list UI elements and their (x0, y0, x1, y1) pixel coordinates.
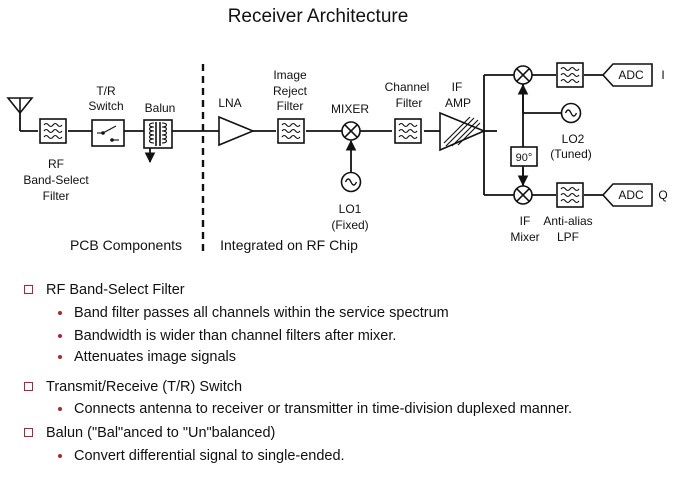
rf-filter-label-1: RF (48, 157, 64, 171)
anti-alias-label-1: Anti-alias (543, 214, 592, 228)
if-mixer-top-icon (513, 65, 533, 85)
adc-bottom-label: ADC (618, 188, 644, 202)
image-reject-filter-icon (277, 118, 305, 144)
bullet-item-text: Connects antenna to receiver or transmit… (74, 401, 573, 417)
channel-filter-icon (394, 118, 422, 144)
bullet-heading-text: Transmit/Receive (T/R) Switch (46, 379, 243, 395)
phase-shifter-box (510, 146, 538, 167)
pcb-section-label: PCB Components (70, 237, 182, 253)
adc-top-shape (601, 63, 653, 87)
signal-wires (19, 74, 603, 196)
lo1-label-2: (Fixed) (331, 218, 368, 232)
bullet-item-text: Convert differential signal to single-en… (74, 448, 345, 464)
if-amp-label-2: AMP (445, 96, 471, 110)
anti-alias-lpf-bottom-icon (556, 182, 584, 208)
balun-icon (143, 119, 173, 149)
if-mixer-label-2: Mixer (510, 230, 539, 244)
bullet-item-text: Bandwidth is wider than channel filters … (74, 328, 397, 344)
channel-filter-label-1: Channel (385, 80, 430, 94)
dot-bullet-icon (58, 407, 62, 411)
chip-section-label: Integrated on RF Chip (220, 237, 358, 253)
dot-bullet-icon (58, 454, 62, 458)
receiver-block-diagram: Receiver Architecture (6, 6, 668, 255)
lna-icon (218, 115, 256, 147)
if-amp-label-1: IF (452, 80, 463, 94)
rf-band-select-filter-icon (39, 118, 67, 144)
image-reject-label-1: Image (273, 68, 307, 82)
i-output-label: I (661, 68, 664, 82)
rf-filter-label-3: Filter (43, 189, 70, 203)
anti-alias-lpf-top-icon (556, 62, 584, 88)
phase-shifter-label: 90° (516, 152, 533, 164)
balun-label: Balun (145, 101, 176, 115)
mixer-label: MIXER (331, 102, 369, 116)
diagram-title: Receiver Architecture (228, 6, 409, 27)
lo1-label-1: LO1 (339, 202, 362, 216)
lo2-label-2: (Tuned) (550, 147, 592, 161)
lo1-oscillator-icon (340, 171, 362, 193)
dot-bullet-icon (58, 355, 62, 359)
adc-top-label: ADC (618, 68, 644, 82)
square-bullet-icon (24, 285, 33, 294)
if-mixer-label-1: IF (520, 214, 531, 228)
tr-switch-icon (91, 119, 125, 147)
channel-filter-label-2: Filter (396, 96, 423, 110)
lo2-oscillator-icon (560, 102, 582, 124)
if-amp-icon (439, 111, 487, 152)
bullet-item-text: Attenuates image signals (74, 349, 237, 365)
antenna-icon (6, 97, 34, 115)
image-reject-label-2: Reject (273, 84, 308, 98)
bullet-heading-text: Balun ("Bal"anced to "Un"balanced) (46, 425, 276, 441)
square-bullet-icon (24, 428, 33, 437)
bullet-item-text: Band filter passes all channels within t… (74, 305, 449, 321)
adc-bottom-shape (601, 183, 653, 207)
image-reject-label-3: Filter (277, 99, 304, 113)
bullet-heading-text: RF Band-Select Filter (46, 282, 185, 298)
mixer-icon (341, 121, 361, 141)
dot-bullet-icon (58, 311, 62, 315)
square-bullet-icon (24, 382, 33, 391)
lo2-label-1: LO2 (562, 132, 585, 146)
if-mixer-bottom-icon (513, 185, 533, 205)
dot-bullet-icon (58, 334, 62, 338)
rf-filter-label-2: Band-Select (23, 173, 89, 187)
q-output-label: Q (658, 188, 667, 202)
tr-switch-label-2: Switch (88, 99, 123, 113)
lna-label: LNA (218, 96, 241, 110)
tr-switch-label-1: T/R (96, 84, 116, 98)
anti-alias-label-2: LPF (557, 230, 579, 244)
